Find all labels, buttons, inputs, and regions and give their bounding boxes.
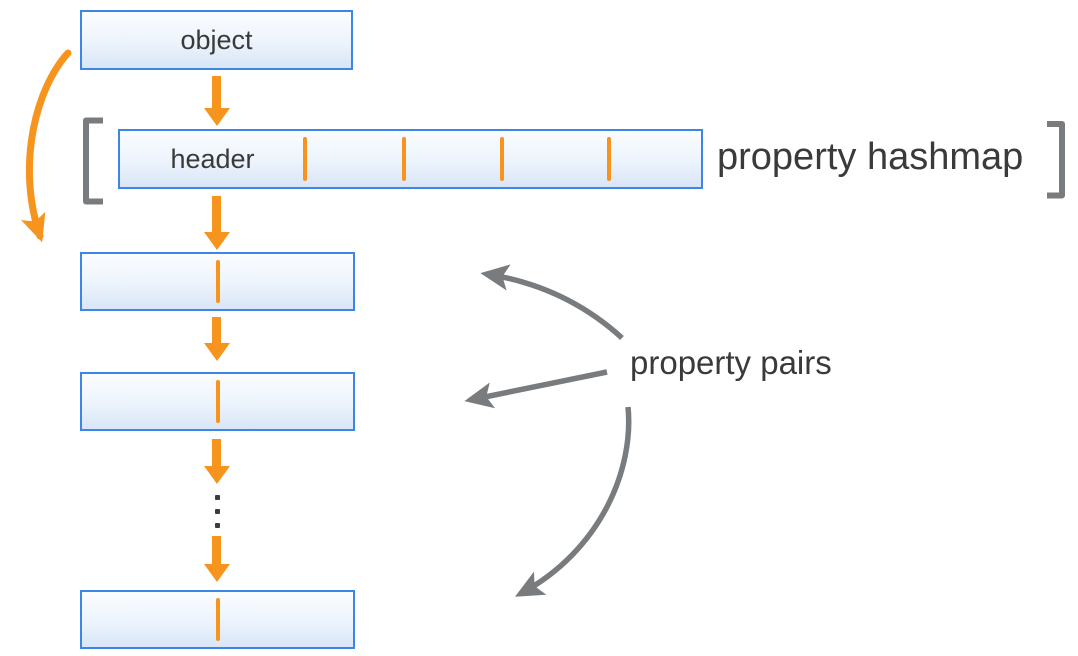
arrow-stem: [212, 196, 221, 234]
property-pair-box-2: [80, 372, 355, 431]
pair-divider: [216, 380, 220, 423]
arrow-head: [204, 466, 230, 484]
object-box: object: [80, 10, 353, 70]
arrow-header-to-pair1: [204, 196, 230, 250]
arrow-head: [204, 564, 230, 582]
arrow-pair2-to-ellipsis: [204, 439, 230, 484]
arrow-head: [204, 343, 230, 361]
property-pair-box-1: [80, 252, 355, 311]
header-label: header: [170, 144, 255, 174]
gray-arrow-to-pair3: [514, 406, 632, 597]
arrow-pair1-to-pair2: [204, 317, 230, 361]
hashmap-label: property hashmap: [717, 136, 1024, 178]
hashmap-divider: [303, 137, 307, 181]
arrow-ellipsis-to-pair-last: [204, 536, 230, 582]
gray-arrow-to-pair1: [480, 264, 624, 341]
arrow-stem: [212, 439, 221, 468]
arrow-head: [204, 232, 230, 250]
hashmap-box: header: [118, 129, 703, 189]
bracket-right: [1047, 121, 1065, 199]
ellipsis-dot: [215, 509, 220, 514]
bracket-left: [83, 117, 103, 205]
arrow-object-to-header: [204, 76, 230, 126]
pair-divider: [216, 260, 220, 303]
property-pair-box-last: [80, 590, 355, 649]
hashmap-divider: [500, 137, 504, 181]
gray-arrow-to-pair2: [464, 369, 608, 409]
ellipsis-dot: [215, 523, 220, 528]
ellipsis-dot: [215, 495, 220, 500]
hashmap-divider: [607, 137, 611, 181]
hashmap-divider: [402, 137, 406, 181]
arrow-stem: [212, 317, 221, 345]
pair-divider: [216, 598, 220, 641]
arrow-stem: [212, 76, 221, 110]
arrow-head: [204, 108, 230, 126]
pairs-label: property pairs: [630, 344, 832, 381]
orange-curved-arrow: [20, 49, 72, 243]
arrow-stem: [212, 536, 221, 566]
object-label: object: [180, 24, 253, 55]
